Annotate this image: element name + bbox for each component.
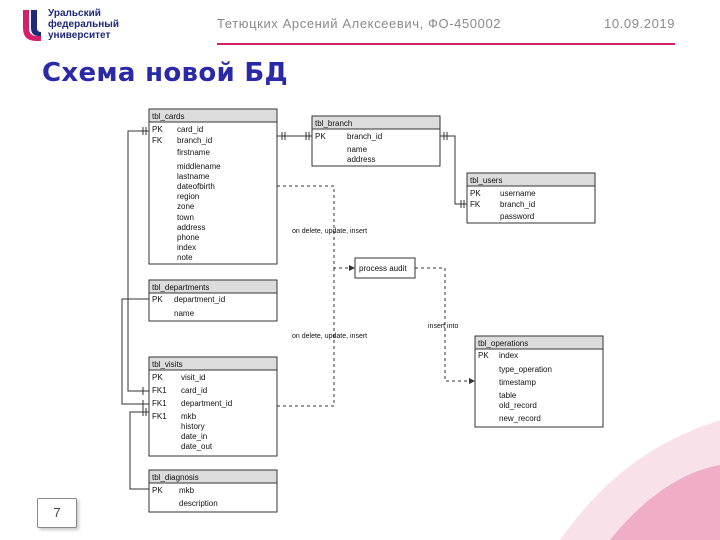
key-label: FK1 [152,386,167,395]
field: date_in [181,432,207,441]
key-label: PK [470,189,481,198]
field: card_id [181,386,207,395]
field: name [174,309,195,318]
key-label: PK [152,373,163,382]
field: department_id [174,295,225,304]
field: phone [177,233,200,242]
university-logo [23,10,41,41]
field: branch_id [500,200,535,209]
field: region [177,192,199,201]
university-logo-text: Уральский федеральный университет [48,8,119,41]
field: dateofbirth [177,182,215,191]
table-tbl-branch [311,115,441,167]
field: zone [177,202,195,211]
edge-label: insert into [428,323,458,330]
table-tbl-departments [148,279,278,322]
header-divider [217,43,675,45]
field: lastname [177,172,210,181]
date: 10.09.2019 [604,16,676,31]
field: mkb [181,412,197,421]
field: date_out [181,442,213,451]
field: new_record [499,414,541,423]
field: address [177,223,205,232]
table-title: tbl_visits [152,360,183,369]
table-title: tbl_diagnosis [152,473,199,482]
field: index [499,351,518,360]
field: note [177,253,193,262]
field: mkb [179,486,195,495]
table-tbl-cards [148,108,278,265]
field: branch_id [177,136,212,145]
table-tbl-users [466,172,596,224]
field: username [500,189,536,198]
field: index [177,243,196,252]
key-label: FK1 [152,399,167,408]
field: visit_id [181,373,205,382]
table-tbl-operations [474,335,604,428]
process-audit-label: process audit [359,264,407,273]
field: history [181,422,205,431]
field: name [347,145,368,154]
page-number: 7 [37,498,77,528]
field: address [347,155,375,164]
author-name: Тетюцких Арсений Алексеевич, ФО-450002 [217,16,502,31]
field: branch_id [347,132,382,141]
key-label: FK [470,200,481,209]
page-title: Схема новой БД [42,58,288,88]
table-title: tbl_users [470,176,502,185]
key-label: PK [152,295,163,304]
trigger-lines [277,185,475,407]
key-label: FK [152,136,163,145]
key-label: PK [152,486,163,495]
key-label: FK1 [152,412,167,421]
field: table [499,391,517,400]
field: password [500,212,534,221]
field: old_record [499,401,537,410]
table-title: tbl_branch [315,119,352,128]
field: type_operation [499,365,552,374]
edge-label: on delete, update, insert [292,228,367,235]
edge-label: on delete, update, insert [292,333,367,340]
field: department_id [181,399,232,408]
key-label: PK [478,351,489,360]
key-label: PK [152,125,163,134]
table-title: tbl_departments [152,283,209,292]
key-label: PK [315,132,326,141]
table-title: tbl_cards [152,112,184,121]
field: description [179,499,218,508]
table-title: tbl_operations [478,339,528,348]
field: town [177,213,194,222]
relationship-lines [121,127,467,490]
field: firstname [177,148,210,157]
table-tbl-diagnosis [148,469,278,513]
field: middlename [177,162,221,171]
field: timestamp [499,378,536,387]
field: card_id [177,125,203,134]
